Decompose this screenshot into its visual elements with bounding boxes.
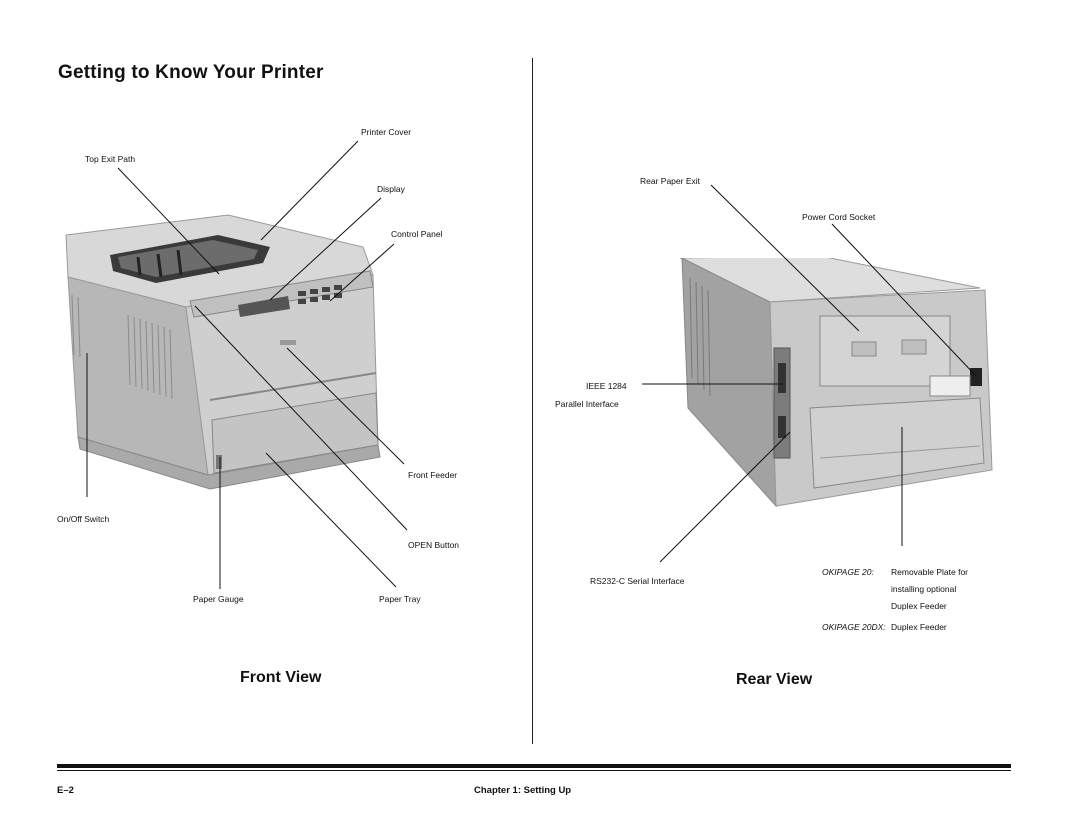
- label-rs232-serial: RS232-C Serial Interface: [590, 576, 685, 586]
- footer-rule-thin: [57, 770, 1011, 771]
- label-okipage20-line3: Duplex Feeder: [891, 601, 947, 611]
- label-okipage20-line2: installing optional: [891, 584, 957, 594]
- label-display: Display: [377, 184, 405, 194]
- label-front-feeder: Front Feeder: [408, 470, 458, 480]
- label-rear-paper-exit: Rear Paper Exit: [640, 176, 700, 186]
- label-okipage20dx-text: Duplex Feeder: [891, 622, 947, 632]
- label-printer-cover: Printer Cover: [361, 127, 412, 137]
- label-control-panel: Control Panel: [391, 229, 443, 239]
- label-okipage20dx-model: OKIPAGE 20DX:: [822, 622, 886, 632]
- front-printer-illustration: [65, 214, 381, 490]
- rear-view-caption: Rear View: [736, 671, 813, 688]
- center-divider: [532, 58, 533, 744]
- label-open-button: OPEN Button: [408, 540, 460, 550]
- label-parallel-interface: Parallel Interface: [555, 399, 619, 409]
- label-paper-tray: Paper Tray: [379, 594, 421, 604]
- label-ieee-1284: IEEE 1284: [586, 381, 627, 391]
- label-okipage20-line1: Removable Plate for: [891, 567, 969, 577]
- label-on-off-switch: On/Off Switch: [57, 514, 110, 524]
- label-okipage20-model: OKIPAGE 20:: [822, 567, 874, 577]
- front-view-caption: Front View: [240, 669, 322, 686]
- rear-printer-illustration: [680, 258, 993, 508]
- footer-rule-thick: [57, 764, 1011, 768]
- label-power-cord-socket: Power Cord Socket: [802, 212, 876, 222]
- label-top-exit-path: Top Exit Path: [85, 154, 136, 164]
- label-paper-gauge: Paper Gauge: [193, 594, 244, 604]
- page-title: Getting to Know Your Printer: [58, 62, 324, 83]
- chapter-title: Chapter 1: Setting Up: [474, 785, 572, 796]
- page-number: E–2: [57, 785, 74, 796]
